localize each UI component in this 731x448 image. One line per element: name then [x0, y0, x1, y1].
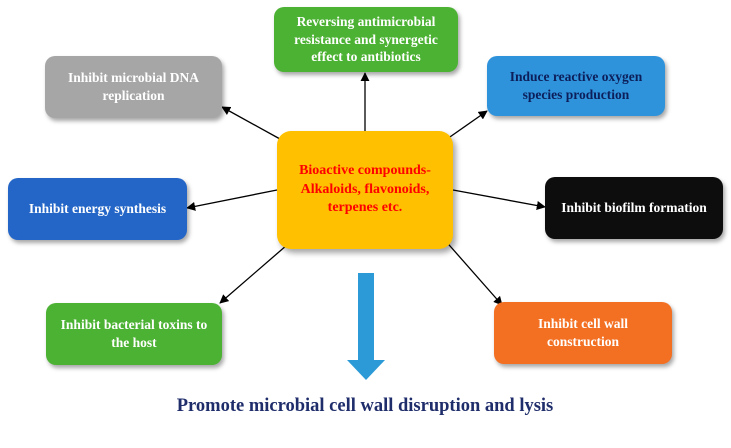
connector-arrow-bacterial-toxins [219, 244, 288, 304]
connector-arrow-dna-replication [221, 106, 281, 140]
node-bacterial-toxins: Inhibit bacterial toxins to the host [46, 303, 222, 365]
connector-arrow-cell-wall [442, 237, 503, 306]
node-label: Inhibit microbial DNA replication [67, 70, 200, 103]
node-label: Inhibit bacterial toxins to the host [60, 317, 208, 350]
connector-arrow-biofilm [452, 189, 546, 210]
node-label: Inhibit cell wall construction [537, 316, 628, 349]
node-label: Inhibit energy synthesis [28, 201, 167, 217]
node-dna-replication: Inhibit microbial DNA replication [45, 56, 222, 118]
node-label: Inhibit biofilm formation [561, 200, 707, 216]
center-node-label: Bioactive compounds- Alkaloids, flavonoi… [299, 162, 431, 216]
node-reactive-oxygen: Induce reactive oxygen species productio… [487, 56, 665, 116]
conclusion-text: Promote microbial cell wall disruption a… [176, 396, 554, 416]
node-cell-wall: Inhibit cell wall construction [494, 302, 672, 364]
node-energy-synthesis: Inhibit energy synthesis [8, 178, 187, 240]
node-antimicrobial-resistance: Reversing antimicrobial resistance and s… [274, 7, 458, 72]
node-biofilm: Inhibit biofilm formation [545, 177, 723, 239]
connector-arrow-energy-synthesis [186, 189, 278, 211]
connector-arrow-reactive-oxygen [446, 110, 488, 140]
node-label: Induce reactive oxygen species productio… [509, 69, 643, 102]
node-label: Reversing antimicrobial resistance and s… [294, 14, 438, 65]
center-node-bioactive-compounds: Bioactive compounds- Alkaloids, flavonoi… [277, 131, 453, 249]
down-arrow [347, 273, 385, 380]
